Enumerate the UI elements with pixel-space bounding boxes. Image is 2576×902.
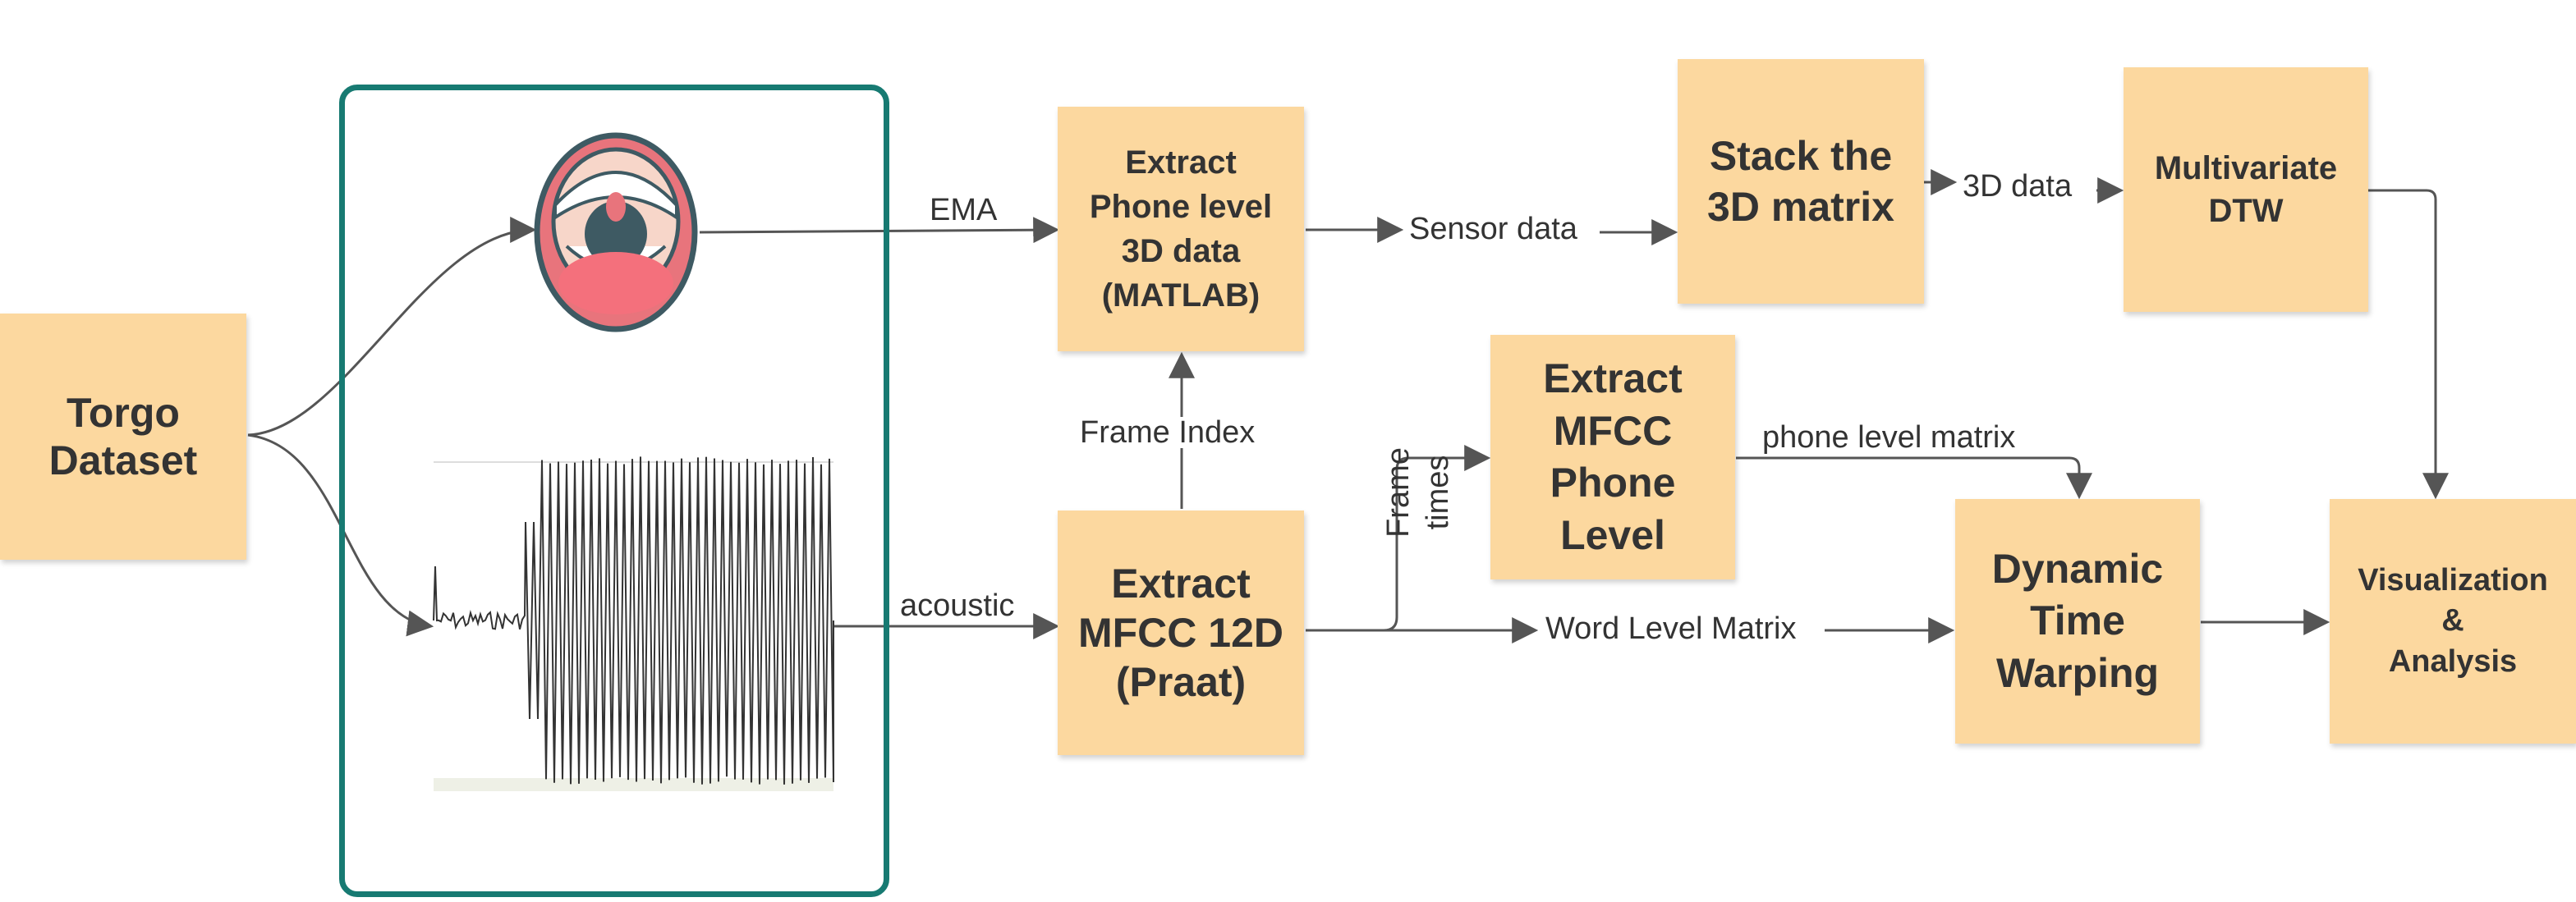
edge-label-phone-level-matrix: phone level matrix bbox=[1762, 420, 2016, 455]
edge-label-acoustic: acoustic bbox=[900, 588, 1015, 623]
edge-label-3d-data: 3D data bbox=[1963, 169, 2073, 204]
multivariate-dtw-node[interactable]: Multivariate DTW bbox=[2124, 67, 2368, 312]
audio-waveform-icon bbox=[433, 456, 834, 791]
edge-label-frame-times: Frame times bbox=[1381, 447, 1455, 538]
input-modalities-frame bbox=[339, 85, 889, 897]
extract-mfcc-phone-level-node[interactable]: Extract MFCC Phone Level bbox=[1490, 335, 1735, 579]
edge-label-ema: EMA bbox=[930, 193, 998, 227]
visualization-analysis-node[interactable]: Visualization & Analysis bbox=[2330, 499, 2576, 744]
arrow-ema bbox=[699, 217, 1060, 244]
edge-label-word-level-matrix: Word Level Matrix bbox=[1545, 611, 1797, 646]
arrow-mdtw-to-visualization bbox=[2368, 189, 2449, 500]
stack-3d-matrix-node[interactable]: Stack the 3D matrix bbox=[1678, 59, 1924, 304]
torgo-dataset-node[interactable]: Torgo Dataset bbox=[0, 314, 246, 560]
arrow-torgo-to-mouth bbox=[247, 217, 537, 437]
edge-label-frame-index: Frame Index bbox=[1078, 415, 1257, 450]
extract-phone-3d-node[interactable]: Extract Phone level 3D data (MATLAB) bbox=[1058, 107, 1304, 351]
dynamic-time-warping-node[interactable]: Dynamic Time Warping bbox=[1955, 499, 2200, 744]
edge-label-sensor-data: Sensor data bbox=[1409, 212, 1577, 246]
extract-mfcc-12d-node[interactable]: Extract MFCC 12D (Praat) bbox=[1058, 511, 1304, 755]
open-mouth-icon bbox=[534, 132, 698, 332]
arrow-phone-matrix-to-dtw bbox=[1736, 456, 2092, 500]
